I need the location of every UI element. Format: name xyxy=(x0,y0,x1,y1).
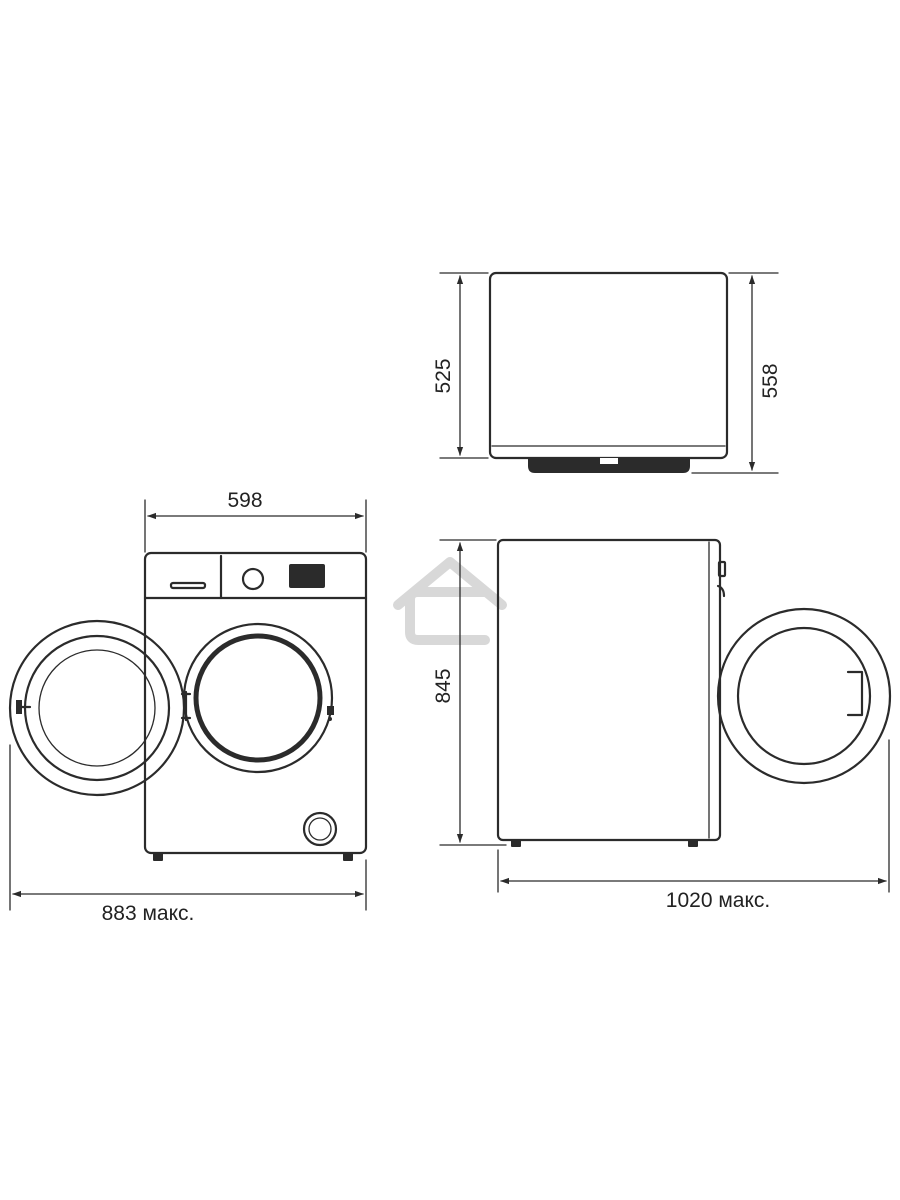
top-depth-total-label: 558 xyxy=(759,363,782,398)
top-depth-label: 525 xyxy=(432,358,455,393)
side-height-label: 845 xyxy=(432,668,455,703)
house-logo-icon xyxy=(393,557,507,645)
front-width-open-label: 883 макс. xyxy=(102,902,195,925)
top-view: 525 558 xyxy=(432,271,782,474)
front-width-label: 598 xyxy=(227,489,262,512)
front-view: 598 883 макс. xyxy=(8,489,368,925)
side-depth-open-label: 1020 макс. xyxy=(666,889,770,912)
side-view: 845 1020 макс. xyxy=(432,538,892,912)
